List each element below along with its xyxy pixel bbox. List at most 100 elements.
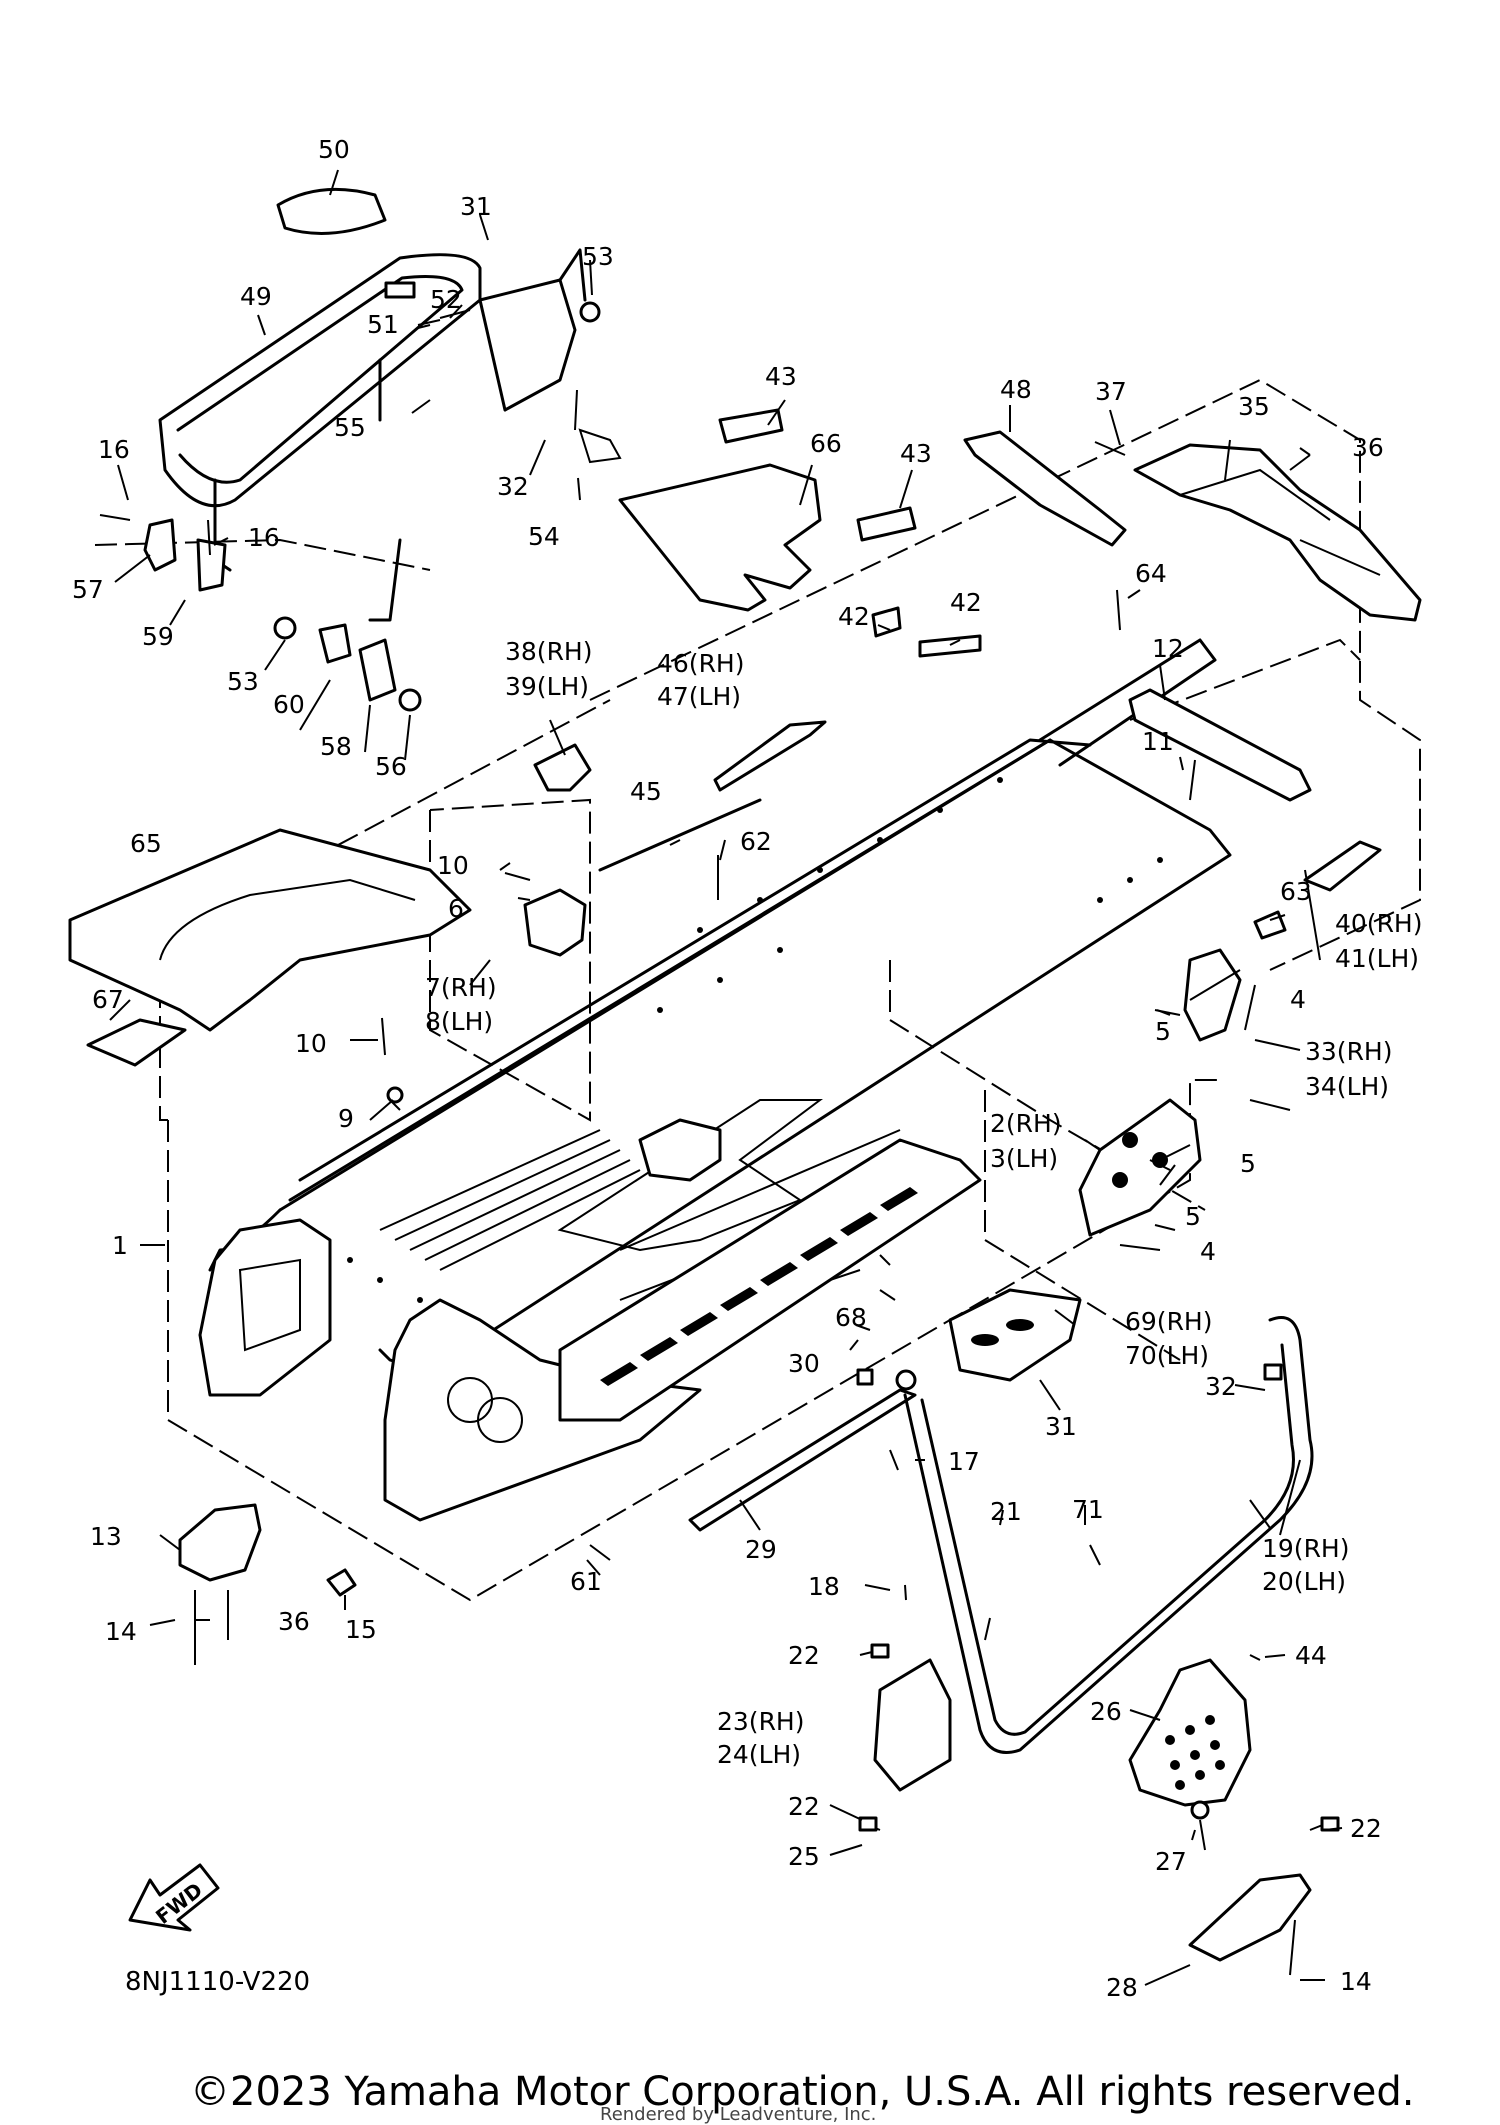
callout-8: 8(LH) [425,1007,493,1036]
callout-28: 28 [1106,1973,1138,2002]
callout-71: 71 [1072,1495,1104,1524]
callout-43b: 43 [900,439,932,468]
strip-b [918,634,982,658]
callout-labels: 50 31 53 49 52 51 55 32 54 16 16 57 59 5… [72,135,1423,2002]
callout-36: 36 [1352,433,1384,462]
callout-42b: 42 [950,588,982,617]
callout-4: 4 [1290,985,1306,1014]
callout-50: 50 [318,135,350,164]
callout-33: 33(RH) [1305,1037,1393,1066]
side-plate-2 [1078,1098,1202,1237]
callout-70: 70(LH) [1125,1341,1209,1370]
callout-1: 1 [112,1231,128,1260]
callout-65: 65 [130,829,162,858]
callout-35: 35 [1238,392,1270,421]
rear-bracket [523,888,587,957]
rod-45 [598,798,762,872]
callout-22: 22 [788,1641,820,1670]
front-bumper [903,1316,1314,1754]
callout-32b: 32 [1205,1372,1237,1401]
callout-27: 27 [1155,1847,1187,1876]
callout-69: 69(RH) [1125,1307,1213,1336]
callout-64: 64 [1135,559,1167,588]
assembly-group-boundaries [94,378,1421,1602]
callout-44: 44 [1295,1641,1327,1670]
callout-46: 46(RH) [657,649,745,678]
callout-61: 61 [570,1567,602,1596]
callout-42: 42 [838,602,870,631]
callout-5b: 5 [1240,1149,1256,1178]
rear-rack-assembly [158,248,601,622]
rear-fender [1133,443,1422,622]
callout-38: 38(RH) [505,637,593,666]
callout-31b: 31 [1045,1412,1077,1441]
side-plate-33 [1183,948,1242,1042]
fwd-arrow-icon: FWD [128,1863,220,1932]
callout-17: 17 [948,1447,980,1476]
front-cover [178,1503,262,1582]
callout-55: 55 [334,413,366,442]
step-guard-69 [948,1288,1082,1382]
callout-56: 56 [375,752,407,781]
callout-37: 37 [1095,377,1127,406]
callout-58: 58 [320,732,352,761]
skid-plate [1188,1873,1312,1962]
callout-21: 21 [990,1497,1022,1526]
callout-10: 10 [437,851,469,880]
callout-32: 32 [497,472,529,501]
fasteners [99,309,1340,1976]
callout-52: 52 [430,285,462,314]
rear-trim-strip [963,430,1127,547]
callout-36b: 36 [278,1607,310,1636]
callout-66: 66 [810,429,842,458]
callout-3: 3(LH) [990,1144,1058,1173]
callout-48: 48 [1000,375,1032,404]
grab-bar-cover [276,187,387,235]
callout-67: 67 [92,985,124,1014]
callout-5: 5 [1155,1017,1171,1046]
callout-39: 39(LH) [505,672,589,701]
callout-59: 59 [142,622,174,651]
callout-62: 62 [740,827,772,856]
rail-46 [713,720,827,792]
rack-brackets [143,428,622,712]
callout-4b: 4 [1200,1237,1216,1266]
decal [86,1018,187,1067]
callout-31: 31 [460,192,492,221]
leader-lines [109,169,1343,1986]
callout-7: 7(RH) [425,973,497,1002]
callout-16b: 16 [248,523,280,552]
callout-53b: 53 [227,667,259,696]
callout-51: 51 [367,310,399,339]
callout-29: 29 [745,1535,777,1564]
callout-57: 57 [72,575,104,604]
callout-22b: 22 [788,1792,820,1821]
rendered-by-notice: Rendered by Leadventure, Inc. [600,2104,876,2125]
callout-14: 14 [105,1617,137,1646]
callout-24: 24(LH) [717,1740,801,1769]
callout-22c: 22 [1350,1814,1382,1843]
tunnel-assembly [198,638,1232,1522]
rear-trim-12 [1128,688,1312,802]
callout-25: 25 [788,1842,820,1871]
callout-13: 13 [90,1522,122,1551]
callout-47: 47(LH) [657,682,741,711]
callout-68: 68 [835,1303,867,1332]
tunnel-liner [68,828,472,1032]
callout-40: 40(RH) [1335,909,1423,938]
rail-29 [688,1388,917,1532]
callout-16: 16 [98,435,130,464]
callout-15: 15 [345,1615,377,1644]
callout-11: 11 [1142,727,1174,756]
callout-30: 30 [788,1349,820,1378]
callout-63: 63 [1280,877,1312,906]
callout-23: 23(RH) [717,1707,805,1736]
copyright-notice: ©2023 Yamaha Motor Corporation, U.S.A. A… [190,2069,1415,2115]
callout-49: 49 [240,282,272,311]
callout-10b: 10 [295,1029,327,1058]
pad-left [718,408,784,444]
callout-45: 45 [630,777,662,806]
callout-60: 60 [273,690,305,719]
strip-a [871,606,902,638]
